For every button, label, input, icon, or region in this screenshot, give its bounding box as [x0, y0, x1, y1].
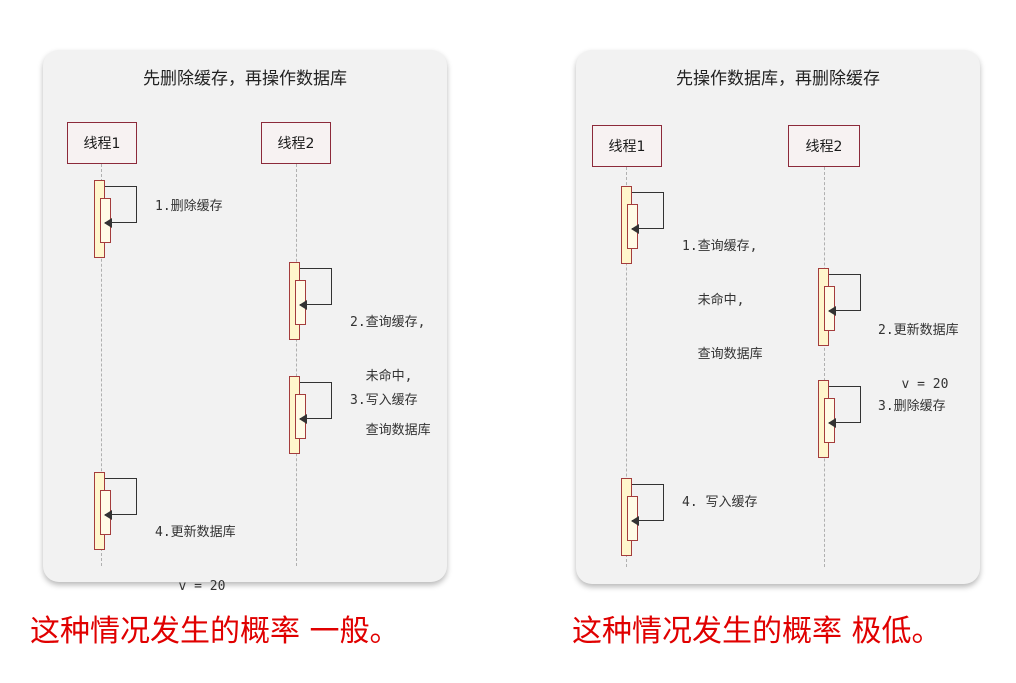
left-self-message-4-arrow [104, 478, 137, 520]
left-self-message-1-arrow [104, 186, 137, 228]
right-diagram-title: 先操作数据库，再删除缓存 [676, 69, 880, 89]
right-step-4: 4. 写入缓存 [682, 495, 758, 510]
left-thread2-lifeline [296, 164, 297, 566]
right-step-2: 2.更新数据库 v = 20 [878, 323, 959, 392]
left-self-message-3-arrow [299, 382, 332, 424]
right-caption: 这种情况发生的概率 极低。 [572, 614, 942, 649]
left-step-1: 1.删除缓存 [155, 199, 223, 214]
right-diagram-panel: 先操作数据库，再删除缓存 线程1 线程2 1.查询缓存, 未命中, 查询数据库 … [576, 50, 980, 584]
right-step-1: 1.查询缓存, 未命中, 查询数据库 [682, 239, 763, 362]
left-thread1-box: 线程1 [67, 122, 137, 164]
left-step-4: 4.更新数据库 v = 20 [155, 525, 236, 594]
left-diagram-panel: 先删除缓存，再操作数据库 线程1 线程2 1.删除缓存 2.查询缓存, 未命中,… [43, 50, 447, 594]
right-self-message-1-arrow [631, 192, 664, 234]
left-step-2: 2.查询缓存, 未命中, 查询数据库 [350, 315, 431, 438]
right-self-message-3-arrow [828, 386, 861, 428]
right-thread1-lifeline [626, 167, 627, 567]
right-thread2-lifeline [824, 167, 825, 567]
right-step-3: 3.删除缓存 [878, 399, 946, 414]
right-thread1-box: 线程1 [592, 125, 662, 167]
left-step-3: 3.写入缓存 [350, 393, 418, 408]
left-thread1-lifeline [101, 164, 102, 566]
left-thread2-box: 线程2 [261, 122, 331, 164]
right-thread2-box: 线程2 [788, 125, 860, 167]
right-self-message-4-arrow [631, 484, 664, 526]
left-diagram-title: 先删除缓存，再操作数据库 [143, 69, 347, 89]
right-self-message-2-arrow [828, 274, 861, 316]
left-caption: 这种情况发生的概率 一般。 [30, 614, 400, 649]
left-self-message-2-arrow [299, 268, 332, 310]
